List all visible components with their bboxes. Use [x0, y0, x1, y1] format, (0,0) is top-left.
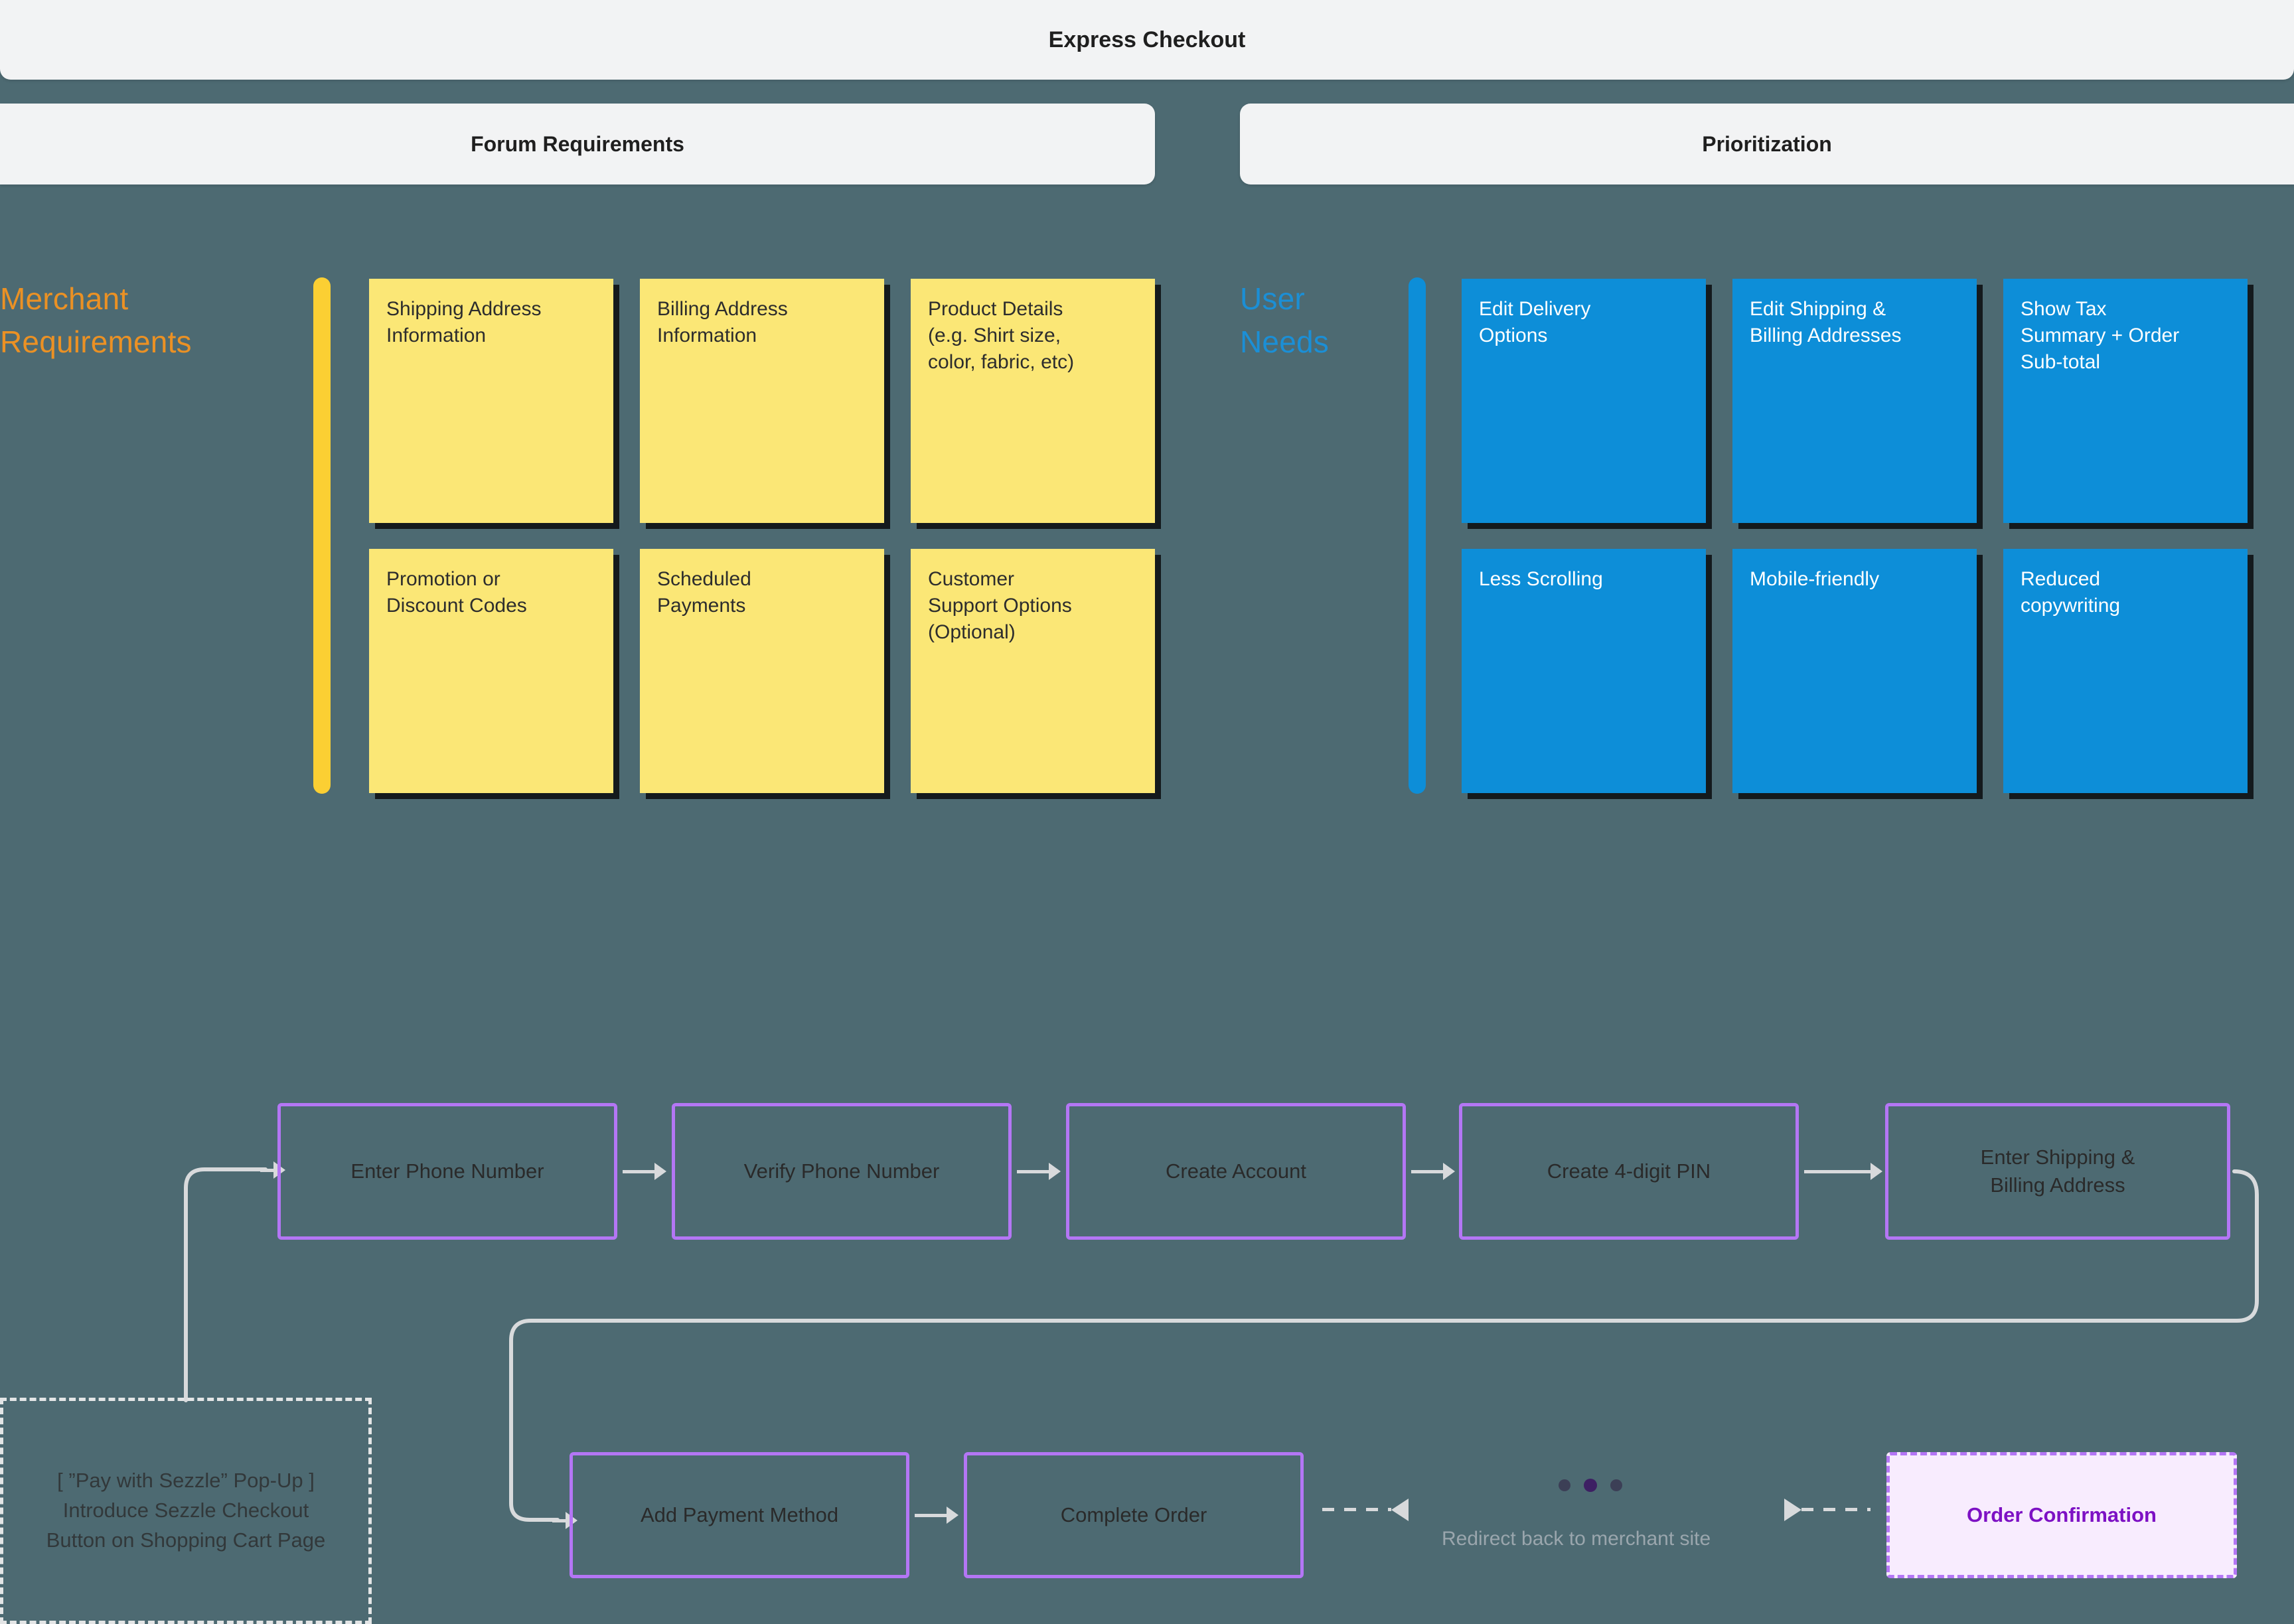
- sticky-note-merchant-4[interactable]: Promotion or Discount Codes: [369, 549, 613, 793]
- sticky-note-user-1[interactable]: Edit Delivery Options: [1462, 279, 1706, 523]
- dashed-arrow-left: [1322, 1498, 1409, 1521]
- arrow-shaft: [552, 1518, 566, 1522]
- forum-requirements-label: Forum Requirements: [471, 131, 684, 156]
- arrow-shaft: [1411, 1169, 1443, 1173]
- flow-step-add-payment-method[interactable]: Add Payment Method: [570, 1452, 909, 1578]
- arrow-shaft: [260, 1168, 273, 1172]
- user-accent-bar: [1409, 277, 1426, 794]
- dashed-line: [1801, 1508, 1871, 1511]
- arrow-head-icon: [1443, 1163, 1455, 1180]
- arrow-head-icon: [1049, 1163, 1061, 1180]
- sticky-note-user-3[interactable]: Show Tax Summary + Order Sub-total: [2003, 279, 2248, 523]
- flow-step-enter-phone-number[interactable]: Enter Phone Number: [277, 1103, 617, 1240]
- arrow-head-icon: [1871, 1163, 1882, 1180]
- page-title-banner: Express Checkout: [0, 0, 2294, 80]
- flow-step-complete-order[interactable]: Complete Order: [964, 1452, 1304, 1578]
- arrow-shaft: [915, 1513, 947, 1517]
- redirect-progress-dots: [1559, 1479, 1622, 1492]
- sticky-note-merchant-6[interactable]: Customer Support Options (Optional): [911, 549, 1155, 793]
- arrow-shaft: [623, 1169, 654, 1173]
- progress-dot: [1559, 1479, 1570, 1491]
- sticky-note-merchant-2[interactable]: Billing Address Information: [640, 279, 884, 523]
- arrow-head-icon: [654, 1163, 666, 1180]
- flow-step-create-account[interactable]: Create Account: [1066, 1103, 1406, 1240]
- arrow-shaft: [1017, 1169, 1049, 1173]
- sticky-note-user-2[interactable]: Edit Shipping & Billing Addresses: [1732, 279, 1977, 523]
- redirect-caption: Redirect back to merchant site: [1442, 1528, 1711, 1550]
- sticky-note-merchant-1[interactable]: Shipping Address Information: [369, 279, 613, 523]
- flow-step-verify-phone-number[interactable]: Verify Phone Number: [672, 1103, 1012, 1240]
- sticky-note-user-5[interactable]: Mobile-friendly: [1732, 549, 1977, 793]
- progress-dot-active: [1584, 1479, 1597, 1492]
- arrow-head-icon: [947, 1507, 958, 1524]
- arrow-payment-to-complete: [915, 1505, 958, 1525]
- sticky-note-merchant-3[interactable]: Product Details (e.g. Shirt size, color,…: [911, 279, 1155, 523]
- sticky-note-user-4[interactable]: Less Scrolling: [1462, 549, 1706, 793]
- flow-entry-note[interactable]: [ ”Pay with Sezzle” Pop-Up ] Introduce S…: [0, 1398, 372, 1624]
- arrow-step1-to-step2: [623, 1161, 666, 1181]
- merchant-accent-bar: [313, 277, 331, 794]
- flow-step-create-pin[interactable]: Create 4-digit PIN: [1459, 1103, 1799, 1240]
- merchant-requirements-title: Merchant Requirements: [0, 281, 192, 360]
- arrow-shaft: [1804, 1169, 1871, 1173]
- dashed-arrow-right: [1784, 1498, 1871, 1521]
- arrow-step3-to-step4: [1411, 1161, 1455, 1181]
- user-needs-title: User Needs: [1240, 281, 1329, 360]
- prioritization-label: Prioritization: [1702, 131, 1832, 156]
- sticky-note-user-6[interactable]: Reduced copywriting: [2003, 549, 2248, 793]
- page-title: Express Checkout: [1048, 27, 1246, 52]
- flow-step-enter-addresses[interactable]: Enter Shipping & Billing Address: [1885, 1103, 2230, 1240]
- dashed-line: [1322, 1508, 1391, 1511]
- arrow-step2-to-step3: [1017, 1161, 1061, 1181]
- triangle-right-icon: [1784, 1498, 1801, 1521]
- arrow-step4-to-step5: [1804, 1161, 1882, 1181]
- flow-step-order-confirmation[interactable]: Order Confirmation: [1886, 1452, 2237, 1578]
- prioritization-banner: Prioritization: [1240, 104, 2294, 185]
- triangle-left-icon: [1391, 1498, 1409, 1521]
- forum-requirements-banner: Forum Requirements: [0, 104, 1155, 185]
- progress-dot: [1610, 1479, 1622, 1491]
- sticky-note-merchant-5[interactable]: Scheduled Payments: [640, 549, 884, 793]
